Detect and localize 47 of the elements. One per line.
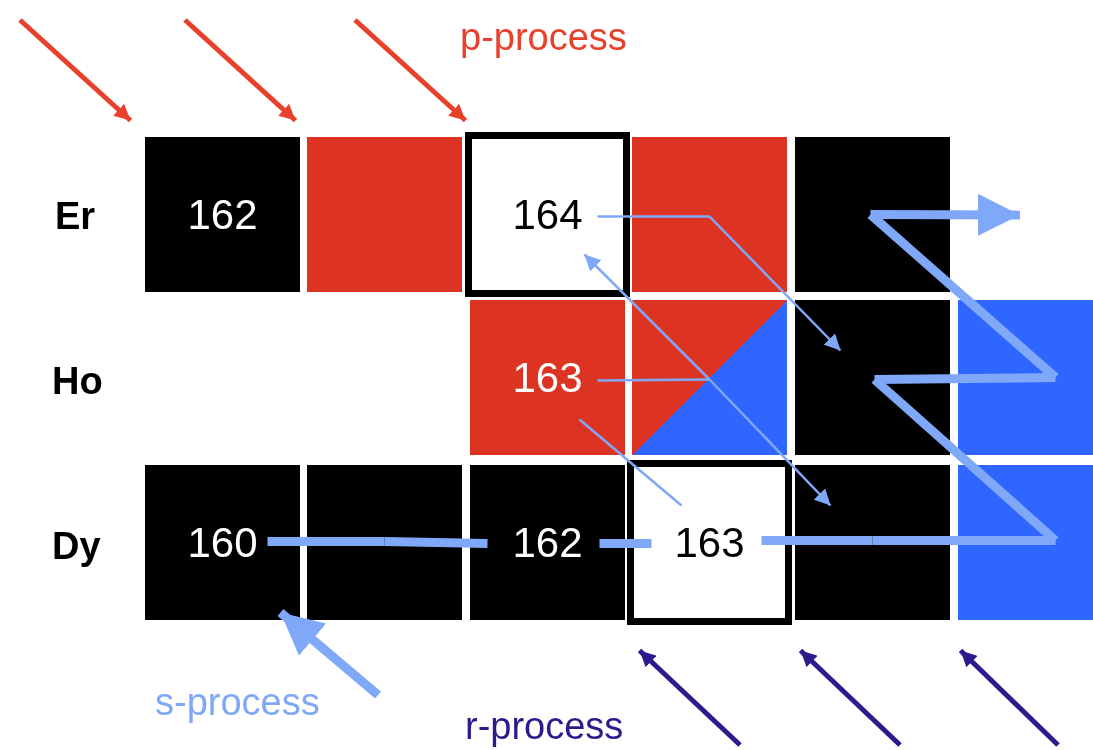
nuclide-cell (627, 460, 792, 625)
arrow (870, 193, 1020, 236)
isotope-mass-number: 163 (674, 521, 745, 564)
nuclide-cell (632, 300, 787, 455)
isotope-mass-number: 164 (512, 193, 583, 236)
isotope-mass-number: 163 (512, 356, 583, 399)
nuclide-cell (795, 465, 950, 620)
arrow (583, 253, 711, 381)
nuclide-cell (465, 132, 630, 297)
connector-line (267, 537, 385, 546)
element-symbol: Er (55, 197, 96, 235)
nuclide-cell (958, 465, 1093, 620)
connector-line (384, 537, 488, 548)
arrow (637, 648, 742, 747)
element-symbol: Ho (52, 362, 103, 400)
nuclide-cell (958, 300, 1093, 455)
nuclide-cell (795, 300, 950, 455)
arrow (708, 378, 832, 507)
connector-line (872, 536, 1056, 545)
nuclide-cell (145, 137, 300, 292)
process-label: r-process (465, 707, 624, 745)
nuclide-cell (470, 465, 625, 620)
nuclide-cell (470, 300, 625, 455)
nuclide-cell (307, 465, 462, 620)
arrow (183, 18, 298, 123)
process-label: s-process (155, 683, 320, 721)
connector-line (874, 373, 1056, 384)
arrow (18, 18, 133, 123)
isotope-mass-number: 162 (512, 521, 583, 564)
arrow (798, 648, 902, 747)
nuclide-cell (632, 137, 787, 292)
arrow (353, 18, 468, 123)
connector-line (597, 215, 710, 218)
arrow (277, 609, 381, 699)
nuclide-cell (307, 137, 462, 292)
arrow (708, 215, 842, 352)
process-label: p-process (460, 18, 627, 56)
connector-line (599, 539, 652, 548)
arrow (958, 648, 1060, 747)
nuclide-cell (145, 465, 300, 620)
connector-line (578, 418, 683, 507)
isotope-mass-number: 160 (187, 521, 258, 564)
connector-line (597, 378, 710, 382)
nuclide-cell (795, 137, 950, 292)
element-symbol: Dy (52, 527, 101, 565)
connector-line (761, 536, 873, 545)
isotope-mass-number: 162 (187, 193, 258, 236)
